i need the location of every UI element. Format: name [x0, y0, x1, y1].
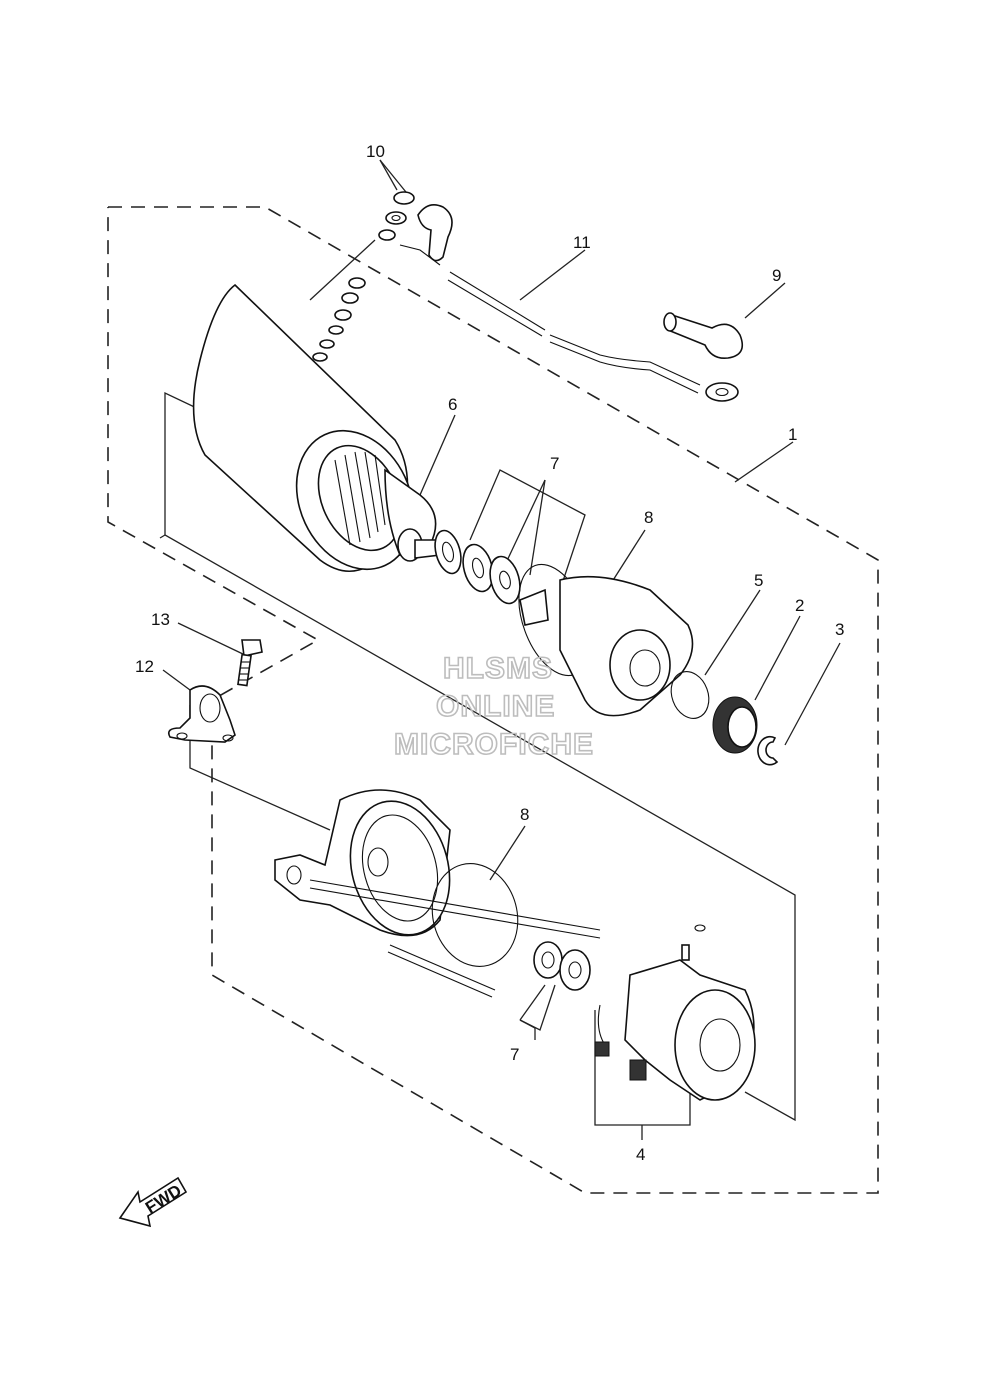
callout-9: 9 [772, 266, 781, 285]
circlip [757, 735, 779, 766]
watermark-line3: MICROFICHE [394, 728, 594, 761]
shim-washers-lower [533, 941, 591, 991]
callout-8-upper: 8 [644, 508, 653, 527]
cable-clamp [167, 685, 236, 743]
callout-13: 13 [151, 610, 170, 629]
watermark-line2: ONLINE [436, 690, 555, 723]
callout-4: 4 [636, 1145, 645, 1164]
rear-housing [274, 789, 451, 937]
callout-3: 3 [835, 620, 844, 639]
callout-12: 12 [135, 657, 154, 676]
front-cover-and-oring [518, 563, 694, 717]
callout-7-upper: 7 [550, 454, 559, 473]
pinion-gear [712, 696, 758, 754]
guide-lines [159, 159, 841, 1140]
callout-1: 1 [788, 425, 797, 444]
o-ring [670, 671, 710, 719]
callout-5: 5 [754, 571, 763, 590]
through-bolts [309, 879, 601, 998]
callout-11: 11 [573, 233, 591, 252]
callout-6: 6 [448, 395, 457, 414]
o-ring-rear [431, 863, 519, 967]
callout-7-lower: 7 [510, 1045, 519, 1064]
starter-yoke-armature [192, 283, 441, 572]
fwd-arrow-icon: FWD [118, 1176, 188, 1228]
brush-holder-assembly [594, 924, 756, 1101]
callout-2: 2 [795, 596, 804, 615]
starter-cable [399, 204, 739, 402]
terminal-nut-washers [378, 191, 415, 241]
watermark: HLSMS ONLINE MICROFICHE [393, 651, 594, 762]
callout-labels: 10 11 9 6 1 7 8 5 2 3 13 12 8 7 4 [135, 142, 844, 1164]
watermark-line1: HLSMS [443, 652, 553, 685]
assembly-boundary-dashed [107, 206, 879, 1194]
shim-washers-upper [434, 529, 521, 605]
callout-10: 10 [366, 142, 385, 161]
terminal-cover-boot [663, 312, 744, 360]
mounting-bolt [237, 639, 263, 687]
callout-8-lower: 8 [520, 805, 529, 824]
washer-stack [312, 277, 366, 362]
